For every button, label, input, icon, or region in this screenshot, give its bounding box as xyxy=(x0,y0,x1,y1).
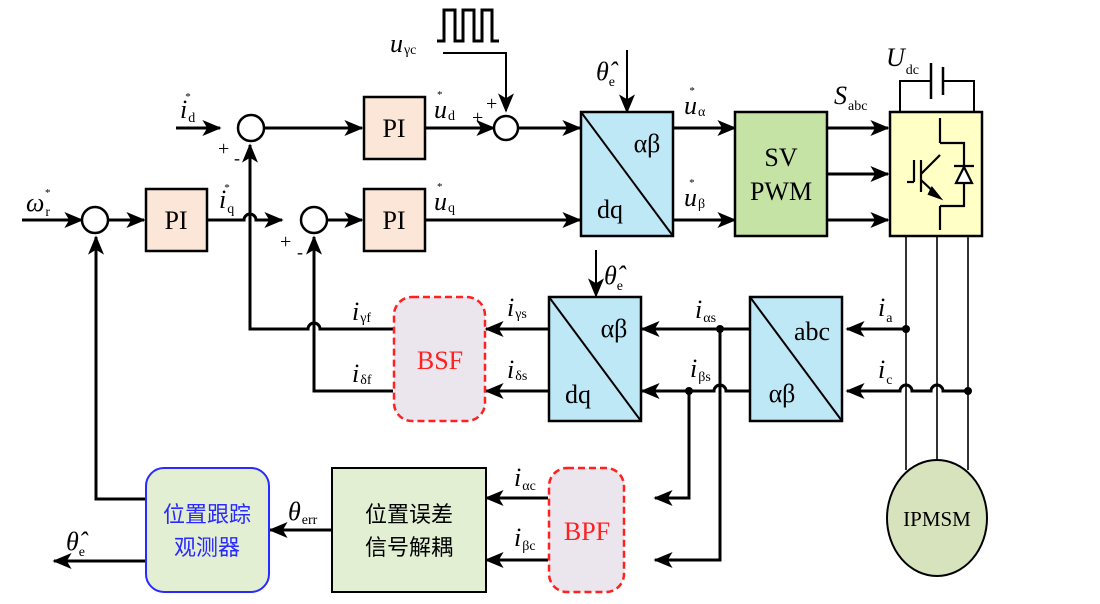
pi-speed-label: PI xyxy=(164,206,187,235)
bsf-filter-block: BSF xyxy=(392,295,487,423)
label-omega-ref: ωr* xyxy=(26,187,51,220)
park-transform-block: αβ dq xyxy=(547,295,643,423)
label-ualpha-ref: uα* xyxy=(684,85,706,120)
observer-label-1: 位置跟踪 xyxy=(163,503,251,528)
pi-q-block: PI xyxy=(362,187,427,253)
sign-minus-q: - xyxy=(297,242,303,262)
sum-junction-d xyxy=(236,113,266,143)
position-tracking-observer-block: 位置跟踪 观测器 xyxy=(145,467,270,593)
inverse-park-top-label: αβ xyxy=(634,129,661,158)
label-iq-ref: iq* xyxy=(219,182,234,217)
wire-tap-alpha-bpf xyxy=(653,391,691,506)
clarke-bottom-label: αβ xyxy=(769,379,796,408)
wire-dc-left xyxy=(899,80,931,111)
park-top-label: αβ xyxy=(601,314,628,343)
label-theta-out: θ̂e xyxy=(66,527,89,560)
label-theta-top: θ̂e xyxy=(596,57,619,90)
label-i-delta-f: iδf xyxy=(352,359,372,388)
label-s-abc: Sabc xyxy=(834,81,867,114)
label-u-dc: Udc xyxy=(886,43,919,78)
inverse-park-bottom-label: dq xyxy=(597,195,623,224)
label-theta-mid: θ̂e xyxy=(604,261,627,294)
decoupler-label-2: 信号解耦 xyxy=(365,536,453,561)
sign-plus-q: + xyxy=(280,231,291,253)
label-uq-ref: uq* xyxy=(434,181,455,216)
label-i-gamma-f: iγf xyxy=(352,297,371,326)
pi-q-label: PI xyxy=(382,206,405,235)
sum-junction-speed xyxy=(80,205,110,235)
transform-diagonal xyxy=(580,111,674,237)
label-ubeta-ref: uβ* xyxy=(684,177,705,212)
label-i-delta-s: iδs xyxy=(507,355,527,384)
label-ud-ref: ud* xyxy=(434,89,455,124)
position-error-decoupler-block: 位置误差 信号解耦 xyxy=(331,467,487,593)
sign-plus-d: + xyxy=(218,138,229,160)
wire-dc-right xyxy=(943,80,975,111)
label-i-alpha-c: iαc xyxy=(514,463,536,494)
label-i-alpha-s: iαs xyxy=(695,295,716,326)
wires xyxy=(22,50,975,569)
label-i-beta-c: iβc xyxy=(514,523,536,554)
inverter-block xyxy=(888,110,984,238)
bpf-label: BPF xyxy=(564,517,610,546)
wire-ic xyxy=(845,383,968,399)
wire-iq-ref xyxy=(207,212,284,228)
label-theta-err: θerr xyxy=(288,497,318,528)
transform-diagonal xyxy=(749,296,843,422)
sign-plus-inj: + xyxy=(486,93,497,115)
svpwm-label-1: SV xyxy=(764,143,797,172)
svpwm-label-2: PWM xyxy=(750,177,812,206)
decoupler-label-1: 位置误差 xyxy=(365,503,453,528)
wire-tap-beta-bpf xyxy=(653,329,722,568)
clarke-transform-block: abc αβ xyxy=(748,295,844,423)
bsf-label: BSF xyxy=(417,346,463,375)
wire-injection xyxy=(443,52,514,113)
pi-d-block: PI xyxy=(362,95,427,161)
sum-junction-q xyxy=(299,205,329,235)
wire-ibeta-s xyxy=(640,383,750,399)
label-id-ref: id* xyxy=(180,91,195,126)
observer-label-2: 观测器 xyxy=(174,536,240,561)
inverse-park-transform-block: αβ dq xyxy=(579,110,675,238)
clarke-top-label: abc xyxy=(794,317,830,346)
sign-plus-ud: + xyxy=(472,107,483,129)
motor-label: IPMSM xyxy=(903,507,971,531)
label-i-beta-s: iβs xyxy=(690,354,711,385)
pi-d-label: PI xyxy=(382,114,405,143)
label-i-c: ic xyxy=(878,355,892,388)
park-bottom-label: dq xyxy=(565,380,591,409)
label-i-gamma-s: iγs xyxy=(507,293,527,322)
svpwm-block: SV PWM xyxy=(733,110,829,238)
igbt-icon xyxy=(907,118,974,230)
transform-diagonal xyxy=(548,296,642,422)
sign-minus-d: - xyxy=(234,148,240,168)
ipmsm-motor: IPMSM xyxy=(886,459,988,577)
sum-junction-injection xyxy=(492,114,520,142)
wire-speed-feedback xyxy=(88,235,146,501)
wire-idelta-f-feedback xyxy=(306,235,393,393)
label-u-injection: uγc xyxy=(390,29,416,58)
pi-speed-block: PI xyxy=(144,187,209,253)
label-i-a: ia xyxy=(878,293,893,326)
bpf-filter-block: BPF xyxy=(547,466,626,594)
square-wave-icon xyxy=(437,8,499,43)
